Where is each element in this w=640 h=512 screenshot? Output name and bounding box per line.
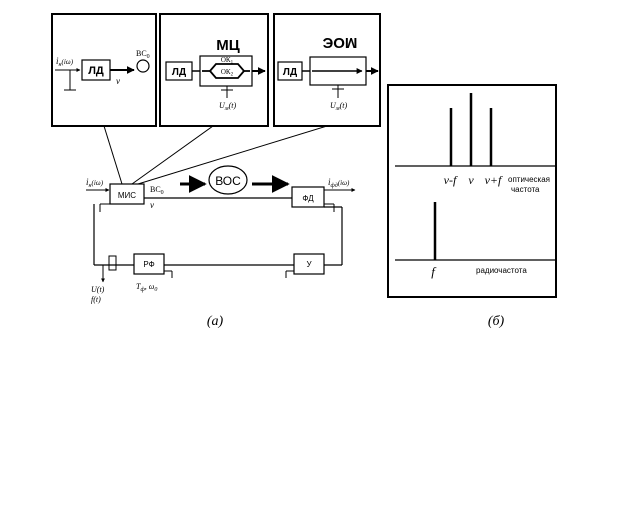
optical-tick-carrier: ν xyxy=(468,173,474,187)
photodetector-label: ФД xyxy=(302,194,314,203)
caption-left: (a) xyxy=(207,314,224,329)
optical-tick-upper: ν+f xyxy=(485,173,503,187)
inset1-freq: ν xyxy=(116,76,120,86)
inset-connectors xyxy=(103,125,328,185)
optical-axis-label-1: оптическая xyxy=(508,175,550,184)
photodetector-box xyxy=(291,186,325,208)
optical-axis-label-2: частота xyxy=(511,185,540,194)
inset2-ld-label: ЛД xyxy=(172,67,186,78)
amplifier-label: У xyxy=(306,260,312,269)
optical-tick-lower: ν-f xyxy=(444,173,458,187)
filter-params: Tф, ω0 xyxy=(136,282,157,293)
radio-axis-label: радиочастота xyxy=(476,266,527,275)
bias-f-label: f(t) xyxy=(91,295,101,304)
inset2-title: МЦ xyxy=(216,37,239,54)
optical-link: iн(iω) МИС ВС0 ν ВОС ФД iфд(iω) xyxy=(86,165,356,304)
radio-tick: f xyxy=(431,264,437,279)
filter-box xyxy=(133,253,165,275)
mis-label: МИС xyxy=(118,191,136,200)
mis-box xyxy=(109,183,145,205)
fiber-link xyxy=(208,165,248,195)
mis-ws: ВС0 xyxy=(150,185,164,196)
link-input-label: iн(iω) xyxy=(86,177,104,189)
amplifier-box xyxy=(293,253,325,275)
filter-label: РФ xyxy=(143,260,154,269)
inset1-ld-label: ЛД xyxy=(88,65,104,77)
inset1-fiber-coil xyxy=(136,59,150,73)
inset2-arm2: ОК2 xyxy=(221,68,234,78)
bias-u-label: U(t) xyxy=(91,285,105,294)
inset-electro-optic: ЭОМ ЛД Uм(t) xyxy=(273,13,381,127)
inset3-title: ЭОМ xyxy=(323,34,358,51)
inset3-mod-label: Uм(t) xyxy=(330,101,348,112)
bias-element xyxy=(108,255,117,271)
mis-freq: ν xyxy=(150,200,154,210)
inset2-arm1: ОК1 xyxy=(221,56,234,66)
inset3-ld-label: ЛД xyxy=(283,67,297,78)
fiber-label: ВОС xyxy=(215,174,241,188)
spectrum-panel: ν-f ν ν+f оптическая частота f радиочаст… xyxy=(387,84,557,298)
inset2-mod-label: Uм(t) xyxy=(219,101,237,112)
inset1-ws-label: ВС0 xyxy=(136,49,150,60)
link-output-label: iфд(iω) xyxy=(328,177,350,189)
caption-right: (б) xyxy=(488,314,505,329)
inset-mach-zehnder: МЦ ЛД ОК1 ОК2 Uм(t) xyxy=(159,13,269,127)
inset-direct-laser: iн(iω) ЛД ВС0 ν xyxy=(51,13,157,127)
inset1-input-label: iн(iω) xyxy=(56,56,74,68)
